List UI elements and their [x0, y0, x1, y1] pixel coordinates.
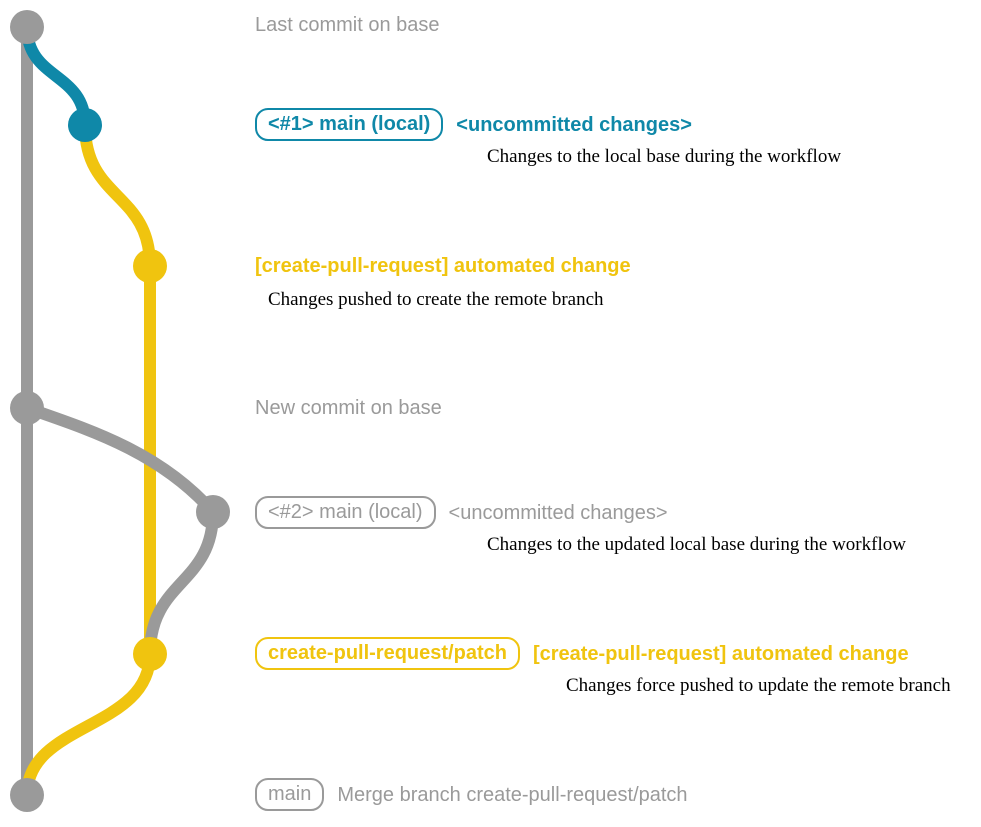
commit-note-local-2: Changes to the updated local base during…	[487, 534, 906, 555]
edge-patch2-to-merge	[21, 648, 156, 801]
edge-base-to-local1	[21, 21, 91, 131]
commit-node-local-1[interactable]	[68, 108, 102, 142]
row-local-1-head: <#1> main (local) <uncommitted changes>	[255, 108, 692, 141]
commit-node-base-last[interactable]	[10, 10, 44, 44]
branch-badge-main[interactable]: main	[255, 778, 325, 811]
edge-local2-to-patch2	[144, 506, 219, 660]
commit-subject-local-2: <uncommitted changes>	[448, 501, 668, 524]
commit-node-base-merge[interactable]	[10, 778, 44, 812]
row-merge-head: main Merge branch create-pull-request/pa…	[255, 778, 688, 811]
label-new-commit-on-base: New commit on base	[255, 397, 442, 419]
commit-subject-local-1: <uncommitted changes>	[456, 113, 692, 136]
commit-note-patch-1: Changes pushed to create the remote bran…	[268, 289, 604, 310]
row-patch-1: [create-pull-request] automated change	[255, 255, 631, 277]
commit-note-local-1: Changes to the local base during the wor…	[487, 146, 842, 167]
row-local-2: <#2> main (local) <uncommitted changes>	[255, 496, 668, 529]
row-merge: main Merge branch create-pull-request/pa…	[255, 778, 688, 811]
commit-subject-merge: Merge branch create-pull-request/patch	[337, 783, 688, 806]
row-patch-2: create-pull-request/patch [create-pull-r…	[255, 637, 909, 670]
row-local-2-head: <#2> main (local) <uncommitted changes>	[255, 496, 668, 529]
edge-local1-to-patch1	[79, 119, 156, 272]
branch-badge-create-pull-request-patch[interactable]: create-pull-request/patch	[255, 637, 520, 670]
commit-node-local-2[interactable]	[196, 495, 230, 529]
commit-subject-patch-1: [create-pull-request] automated change	[255, 255, 631, 277]
commit-note-patch-2: Changes force pushed to update the remot…	[566, 675, 951, 696]
commit-node-base-new[interactable]	[10, 391, 44, 425]
commit-node-patch-2[interactable]	[133, 637, 167, 671]
edge-basenew-to-local2	[21, 402, 219, 518]
row-local-1: <#1> main (local) <uncommitted changes>	[255, 108, 692, 141]
branch-badge-main-local-1[interactable]: <#1> main (local)	[255, 108, 444, 141]
label-last-commit-on-base: Last commit on base	[255, 14, 440, 36]
commit-node-patch-1[interactable]	[133, 249, 167, 283]
row-patch-2-head: create-pull-request/patch [create-pull-r…	[255, 637, 909, 670]
commit-subject-patch-2: [create-pull-request] automated change	[532, 642, 909, 665]
branch-badge-main-local-2[interactable]: <#2> main (local)	[255, 496, 436, 529]
